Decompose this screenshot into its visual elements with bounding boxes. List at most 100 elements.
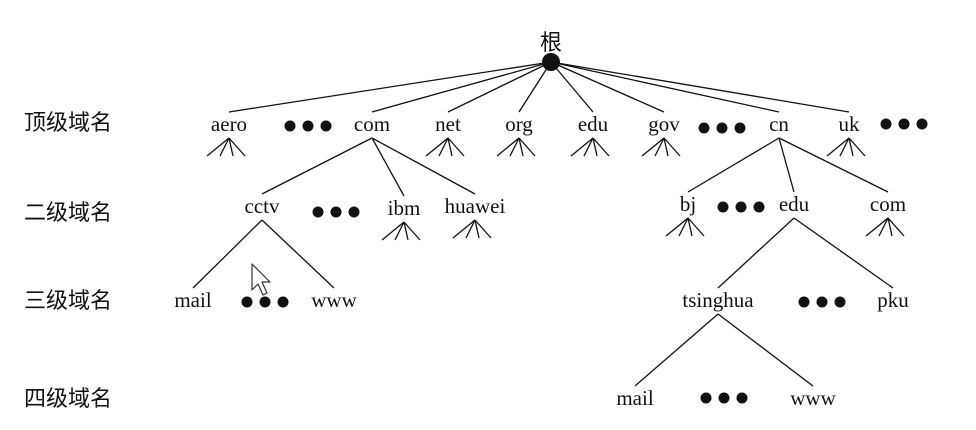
stub-org-1: [509, 137, 520, 157]
node-cn-com: com: [870, 192, 906, 216]
mouse-cursor-icon: [251, 263, 271, 296]
ellipsis-dot-after-tsinghua-0: [798, 296, 810, 308]
ellipsis-between-tsinghua-mail-www: [700, 392, 748, 404]
ellipsis-dot-between-mail-www-0: [241, 296, 253, 308]
edge-root-com: [371, 61, 552, 113]
edge-root-aero: [228, 61, 552, 113]
edge-root-gov: [550, 61, 665, 113]
stub-uk-3: [848, 137, 866, 157]
ellipsis-after-uk: [880, 118, 928, 130]
edge-cctv-cctv-www: [261, 219, 335, 289]
ellipsis-dot-between-mail-www-1: [259, 296, 271, 308]
stub-gov-3: [663, 137, 681, 157]
stub-net-0: [425, 137, 449, 157]
ellipsis-dot-after-bj-2: [753, 201, 765, 213]
stub-uk-2: [848, 137, 854, 157]
ellipsis-after-gov: [698, 122, 746, 134]
stub-cn-com-0: [865, 217, 889, 237]
ellipsis-dot-after-tsinghua-1: [816, 296, 828, 308]
ellipsis-dot-after-cctv-0: [312, 206, 324, 218]
ellipsis-dot-after-cctv-1: [330, 206, 342, 218]
ellipsis-dot-between-tsinghua-mail-www-0: [700, 392, 712, 404]
ellipsis-dot-after-cctv-2: [348, 206, 360, 218]
stub-aero-2: [228, 137, 234, 157]
node-uk: uk: [839, 112, 861, 136]
ellipsis-after-cctv: [312, 206, 360, 218]
stub-net-3: [447, 137, 465, 157]
stub-cn-com-2: [887, 217, 893, 237]
stub-bj-2: [687, 217, 693, 237]
stub-gov-2: [663, 137, 669, 157]
ellipsis-dot-after-uk-2: [916, 118, 928, 130]
level-3-label: 三级域名: [24, 289, 112, 314]
edge-cn-cn-edu: [778, 137, 795, 193]
node-huawei: huawei: [445, 194, 506, 218]
node-bj: bj: [680, 192, 696, 216]
node-net: net: [435, 112, 461, 136]
stub-edu-0: [570, 137, 594, 157]
stub-org-2: [518, 137, 524, 157]
node-pku: pku: [877, 288, 909, 312]
edge-tsinghua-tsinghua-mail: [634, 313, 719, 387]
edge-root-org: [518, 61, 552, 113]
node-gov: gov: [648, 112, 680, 136]
edge-cn-edu-tsinghua: [717, 217, 795, 289]
stub-edu-1: [583, 137, 594, 157]
node-cctv: cctv: [245, 194, 280, 218]
stub-bj-1: [678, 217, 689, 237]
edge-root-edu: [550, 61, 594, 113]
node-aero: aero: [211, 112, 247, 136]
ellipsis-dot-between-mail-www-2: [277, 296, 289, 308]
stub-bj-3: [687, 217, 705, 237]
stub-huawei-0: [452, 219, 476, 239]
ellipsis-dot-after-aero-0: [284, 120, 296, 132]
edge-cctv-cctv-mail: [192, 219, 263, 289]
stub-net-2: [447, 137, 453, 157]
stub-edu-2: [592, 137, 598, 157]
ellipsis-after-tsinghua: [798, 296, 846, 308]
node-tsinghua-www: www: [790, 386, 836, 410]
stub-org-0: [496, 137, 520, 157]
stub-uk-0: [826, 137, 850, 157]
ellipsis-dot-after-aero-1: [302, 120, 314, 132]
stub-uk-1: [839, 137, 850, 157]
stub-huawei-2: [474, 219, 480, 239]
level-1-label: 顶级域名: [24, 111, 112, 136]
node-com: com: [354, 112, 390, 136]
stub-ibm-0: [381, 221, 405, 241]
stub-aero-1: [219, 137, 230, 157]
stub-aero-3: [228, 137, 246, 157]
root-label: 根: [540, 31, 562, 56]
stub-ibm-2: [403, 221, 409, 241]
stub-ibm-3: [403, 221, 421, 241]
node-tsinghua: tsinghua: [682, 288, 754, 312]
ellipsis-after-aero: [284, 120, 332, 132]
node-edu: edu: [578, 112, 609, 136]
stub-huawei-3: [474, 219, 492, 239]
ellipsis-dot-between-tsinghua-mail-www-2: [736, 392, 748, 404]
ellipsis-after-bj: [717, 201, 765, 213]
stub-net-1: [438, 137, 449, 157]
node-cctv-mail: mail: [174, 288, 211, 312]
edge-cn-edu-pku: [793, 217, 894, 289]
edge-tsinghua-tsinghua-www: [717, 313, 814, 387]
stub-cn-com-1: [878, 217, 889, 237]
edge-com-cctv: [261, 137, 373, 195]
stub-ibm-1: [394, 221, 405, 241]
stub-huawei-1: [465, 219, 476, 239]
edge-com-huawei: [371, 137, 476, 195]
ellipsis-dot-after-gov-1: [716, 122, 728, 134]
level-4-label: 四级域名: [24, 387, 112, 412]
node-ibm: ibm: [388, 196, 421, 220]
stub-gov-1: [654, 137, 665, 157]
edge-cn-cn-com: [778, 137, 889, 193]
edge-root-uk: [550, 61, 850, 113]
stub-gov-0: [641, 137, 665, 157]
stub-edu-3: [592, 137, 610, 157]
ellipsis-dot-after-uk-1: [898, 118, 910, 130]
ellipsis-dot-after-aero-2: [320, 120, 332, 132]
stub-org-3: [518, 137, 536, 157]
stub-aero-0: [206, 137, 230, 157]
